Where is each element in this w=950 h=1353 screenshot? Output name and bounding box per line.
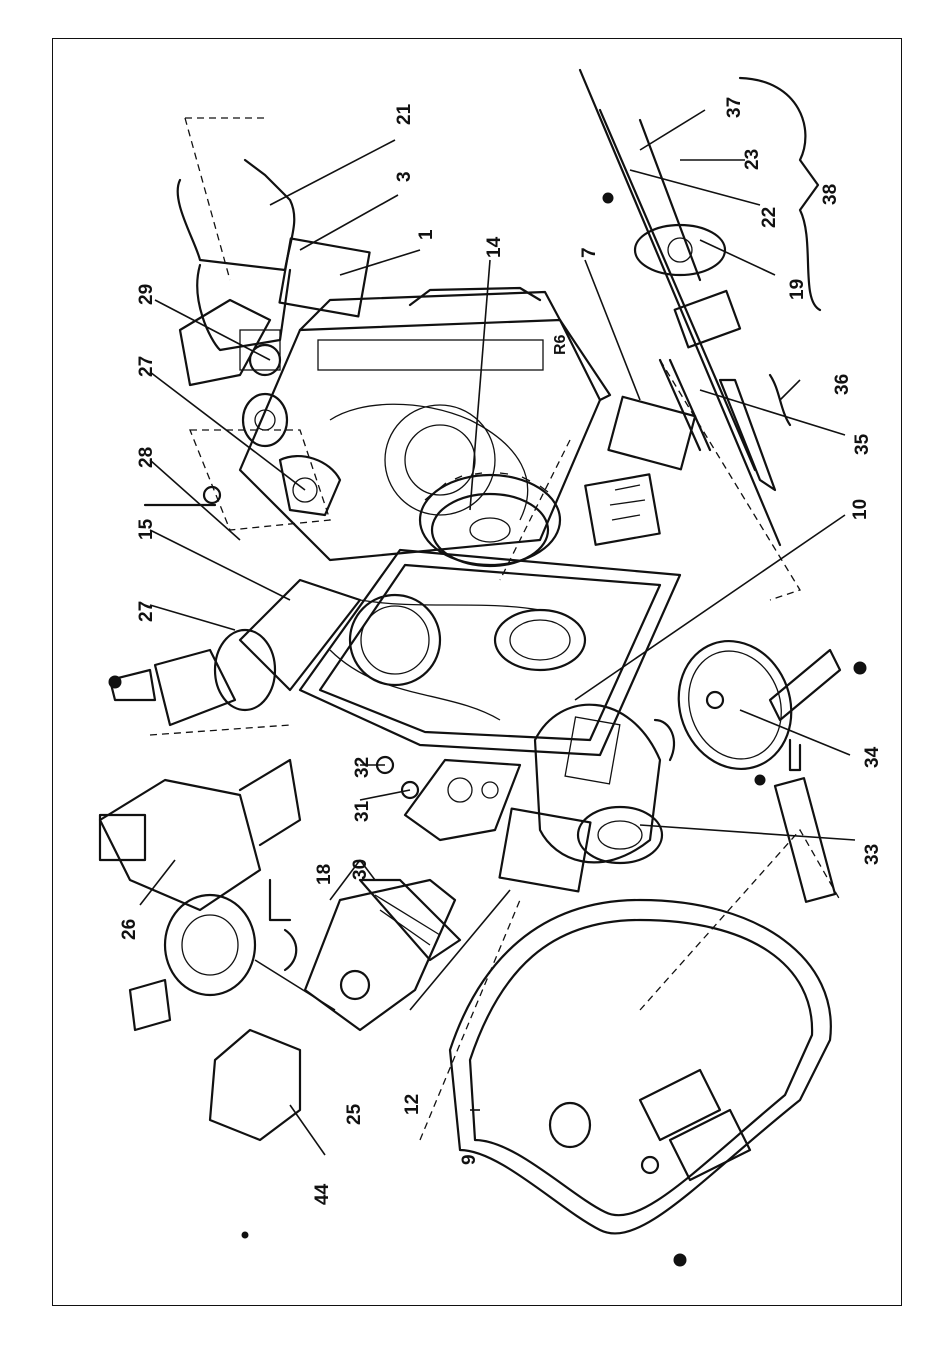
motor	[535, 705, 662, 863]
callout-35: 35	[852, 433, 873, 455]
burner-hood	[450, 900, 831, 1233]
callout-22: 22	[759, 207, 780, 228]
callout-25: 25	[344, 1103, 365, 1125]
fan-wheel	[420, 473, 560, 566]
callout-15: 15	[136, 518, 157, 540]
relay-module	[500, 809, 591, 892]
callout-30: 30	[350, 859, 371, 880]
callout-7: 7	[579, 247, 600, 258]
callout-14: 14	[484, 236, 505, 258]
callout-27b: 27	[136, 601, 157, 622]
callout-36: 36	[832, 374, 853, 395]
callout-23: 23	[742, 149, 763, 170]
callout-3: 3	[394, 171, 415, 182]
ignition-transformer	[585, 397, 695, 545]
callout-9: 9	[459, 1154, 480, 1165]
callout-38: 38	[820, 184, 841, 205]
callout-19: 19	[787, 279, 808, 300]
callout-29: 29	[136, 284, 157, 305]
callout-21: 21	[394, 103, 415, 125]
callout-31: 31	[352, 800, 373, 822]
callout-33: 33	[862, 844, 883, 865]
callout-10: 10	[850, 499, 871, 520]
oil-pump-disc	[661, 625, 840, 785]
housing-stamp: R6	[552, 334, 569, 355]
callout-27a: 27	[136, 356, 157, 377]
coil	[210, 1030, 300, 1140]
callout-44: 44	[312, 1183, 333, 1205]
callout-28: 28	[136, 447, 157, 468]
gasket-parts	[655, 720, 835, 902]
mounting-plate	[300, 550, 680, 755]
electrode-assembly	[580, 70, 790, 545]
callout-1: 1	[416, 229, 437, 240]
assembly-lines	[150, 118, 840, 1140]
callout-37: 37	[724, 97, 745, 118]
burner-casing	[240, 288, 610, 560]
cover-plate	[377, 757, 520, 840]
control-box	[305, 880, 460, 1030]
callout-12: 12	[402, 1094, 423, 1115]
callout-18: 18	[314, 864, 335, 885]
callout-32: 32	[352, 757, 373, 778]
group-brace	[740, 78, 820, 310]
callout-26: 26	[119, 919, 140, 940]
callout-34: 34	[862, 746, 883, 768]
